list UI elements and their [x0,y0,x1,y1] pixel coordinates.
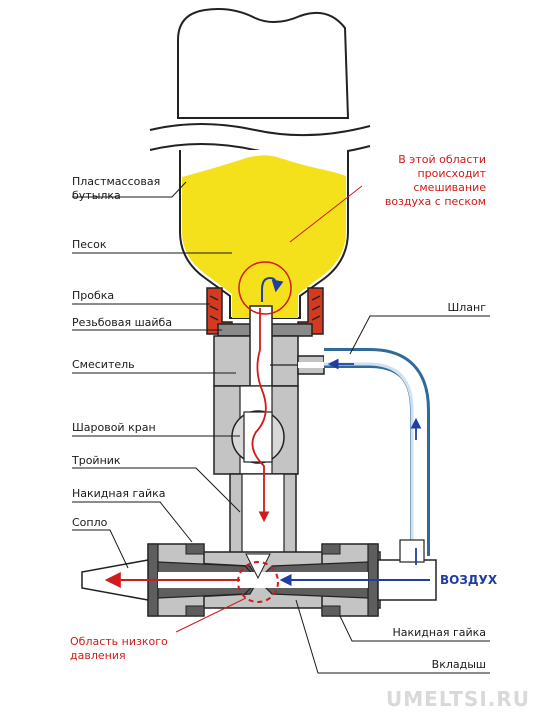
label-insert: Вкладыш [432,658,486,671]
label-mixing-line4: воздуха с песком [385,195,486,208]
label-nozzle: Сопло [72,516,108,529]
label-low-pressure-line2: давления [70,649,126,662]
sand-fill [182,155,346,318]
hose [324,348,430,563]
cap [206,287,324,335]
labels: Пластмассовая бутылка Песок Пробка Резьб… [70,153,530,711]
label-sand: Песок [72,238,107,251]
label-hose: Шланг [447,301,486,314]
label-air: ВОЗДУХ [440,573,498,587]
label-washer: Резьбовая шайба [72,316,172,329]
label-mixing-line1: В этой области [398,153,486,166]
label-mixer: Смеситель [72,358,135,371]
sand-flow-arrows [104,185,363,633]
leader-lines [72,181,490,674]
label-tee: Тройник [71,454,121,467]
mixer [213,305,325,397]
label-bottle-line2: бутылка [72,189,121,202]
plastic-bottle [149,8,371,319]
tee [229,473,297,555]
label-union-nut-bottom: Накидная гайка [392,626,486,639]
label-mixing-line3: смешивание [413,181,486,194]
label-ball-valve: Шаровой кран [72,421,156,434]
low-pressure-circle [237,561,279,603]
air-flow-arrows [279,358,430,586]
ball-valve [213,385,299,475]
mixing-zone-circle [238,261,292,315]
watermark: UMELTSI.RU [386,687,530,711]
label-mixing-line2: происходит [417,167,486,180]
label-union-nut-top: Накидная гайка [72,487,166,500]
label-bottle-line1: Пластмассовая [72,175,160,188]
label-low-pressure-line1: Область низкого [70,635,168,648]
label-cap: Пробка [72,289,114,302]
